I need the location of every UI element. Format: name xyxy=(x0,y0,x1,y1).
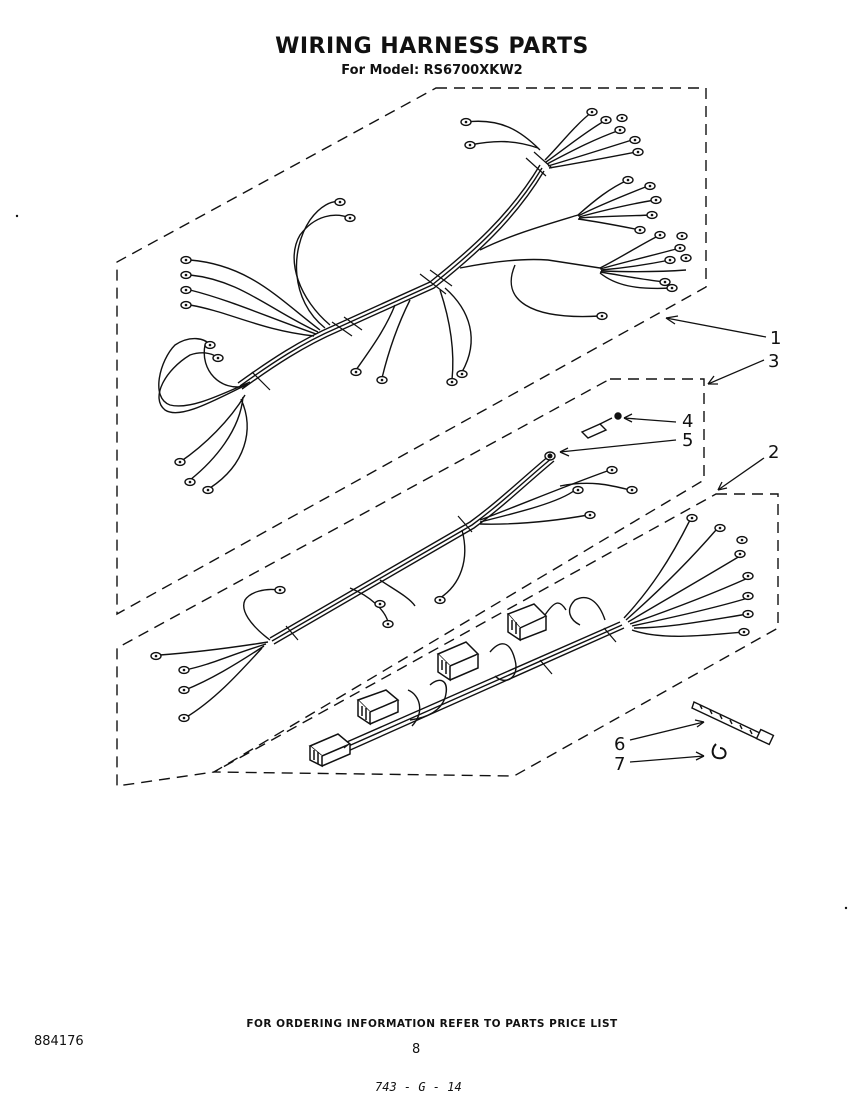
callout-5: 5 xyxy=(682,430,693,451)
harness-1-wires xyxy=(158,111,687,489)
harness-3-panel xyxy=(116,378,705,787)
part-6-cable-tie xyxy=(691,701,775,746)
model-line: For Model: RS6700XKW2 xyxy=(341,63,523,78)
document-number: 884176 xyxy=(34,1034,84,1049)
harness-2-wires xyxy=(339,519,749,752)
callout-leaders xyxy=(559,315,767,763)
handwritten-code: 743 - G - 14 xyxy=(375,1080,462,1094)
callout-numbers: 1 3 4 5 2 6 7 xyxy=(614,328,781,775)
callout-6: 6 xyxy=(614,734,625,755)
page-number: 8 xyxy=(412,1042,421,1057)
harness-1-terminals xyxy=(174,107,692,495)
connector-block-2 xyxy=(436,641,480,682)
harness-3-wires xyxy=(159,454,631,719)
connector-block-3 xyxy=(356,689,400,726)
connector-block-4 xyxy=(308,733,352,768)
ordering-note: FOR ORDERING INFORMATION REFER TO PARTS … xyxy=(246,1018,618,1030)
part-4-fuse xyxy=(580,412,622,439)
callout-7: 7 xyxy=(614,754,625,775)
callout-3: 3 xyxy=(768,351,779,372)
scan-speck xyxy=(15,214,19,218)
harness-3-terminals xyxy=(150,465,638,723)
callout-1: 1 xyxy=(770,328,781,349)
harness-2-connectors xyxy=(308,603,548,768)
page-title: WIRING HARNESS PARTS xyxy=(275,34,589,59)
harness-1-panel xyxy=(116,87,707,616)
part-7-clip xyxy=(711,743,727,760)
part-5-grommet xyxy=(544,451,556,461)
callout-2: 2 xyxy=(768,442,779,463)
callout-4: 4 xyxy=(682,411,693,432)
scan-speck xyxy=(844,906,848,910)
connector-block-1 xyxy=(506,603,548,642)
harness-2-panel xyxy=(211,493,779,777)
harness-2-terminals xyxy=(686,513,754,637)
